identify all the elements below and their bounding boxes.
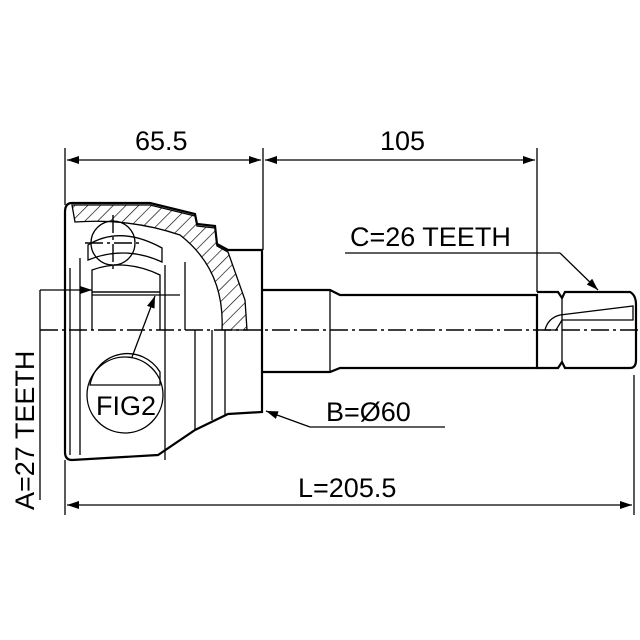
fig2-detail: FIG2	[86, 295, 164, 434]
joint-housing	[63, 201, 264, 462]
dim-total-length: L=205.5	[298, 473, 396, 503]
fig2-label: FIG2	[96, 391, 156, 421]
dim-inner-spline: A=27 TEETH	[10, 351, 40, 510]
shaft	[262, 288, 638, 374]
dim-shaft-length: 105	[380, 126, 425, 156]
dim-outer-spline: C=26 TEETH	[350, 222, 511, 252]
dim-joint-length: 65.5	[135, 126, 188, 156]
dimension-lines	[39, 148, 635, 515]
dim-abs-ring: B=Ø60	[326, 397, 411, 427]
